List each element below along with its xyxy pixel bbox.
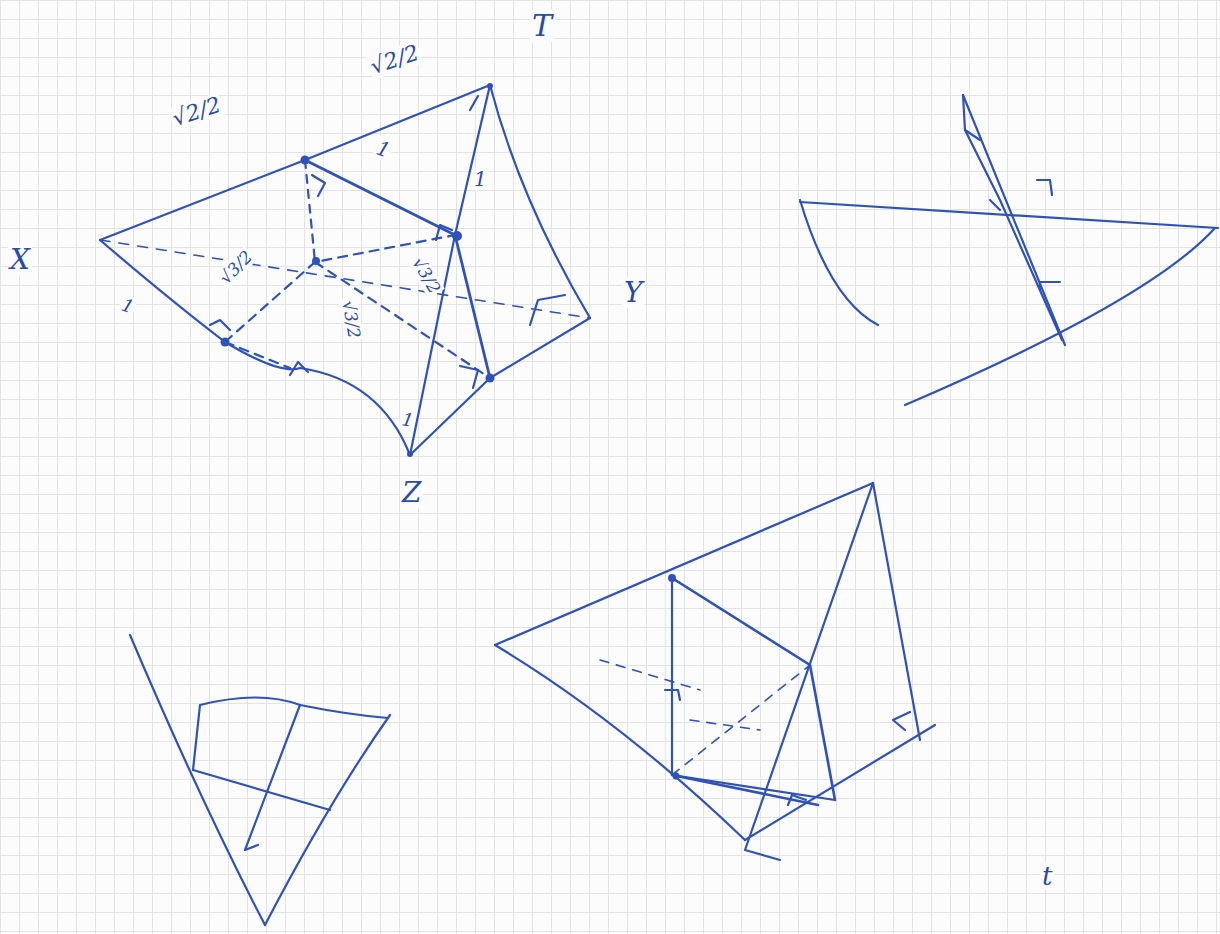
edge-line	[495, 645, 745, 840]
section-line	[305, 160, 490, 378]
axis-name: X	[8, 245, 32, 275]
variable-name: t	[1040, 862, 1054, 890]
edge-line	[410, 318, 590, 455]
dimension: √2/2	[168, 92, 226, 131]
right-angle	[965, 130, 1060, 290]
dimension: 1	[398, 409, 417, 431]
point-name: T	[530, 10, 554, 42]
hidden-line	[225, 235, 490, 378]
right-angle	[290, 362, 308, 375]
line	[963, 95, 1065, 345]
section-line	[672, 775, 818, 805]
line	[245, 705, 300, 850]
dimension: √3/2	[338, 297, 364, 342]
axis-name: Y	[622, 278, 644, 308]
edge-line	[100, 85, 490, 240]
right-angle	[460, 366, 478, 388]
right-angle	[530, 295, 565, 325]
dimension: √3/2	[214, 246, 257, 289]
axis-name: Z	[400, 478, 423, 508]
right-angle	[312, 175, 325, 196]
section-line	[672, 578, 835, 800]
right-angle	[210, 320, 230, 330]
hidden-line	[600, 578, 810, 775]
edge-line	[490, 85, 590, 318]
dimension: 1	[372, 136, 395, 162]
dimension: √2/2	[366, 40, 424, 79]
line	[130, 635, 265, 925]
right-angle	[665, 690, 910, 805]
edge-line	[100, 240, 410, 455]
curve	[905, 228, 1215, 405]
angle-mark	[470, 96, 478, 110]
edge-line	[495, 483, 920, 740]
curve	[800, 200, 878, 325]
dimension: √3/2	[407, 252, 445, 298]
curve	[193, 698, 388, 771]
section-line	[672, 578, 835, 800]
dimension: 1	[472, 168, 489, 190]
right-angle	[436, 225, 452, 240]
dimension: 1	[117, 294, 138, 318]
line	[963, 95, 1062, 340]
edge-line	[745, 725, 935, 840]
